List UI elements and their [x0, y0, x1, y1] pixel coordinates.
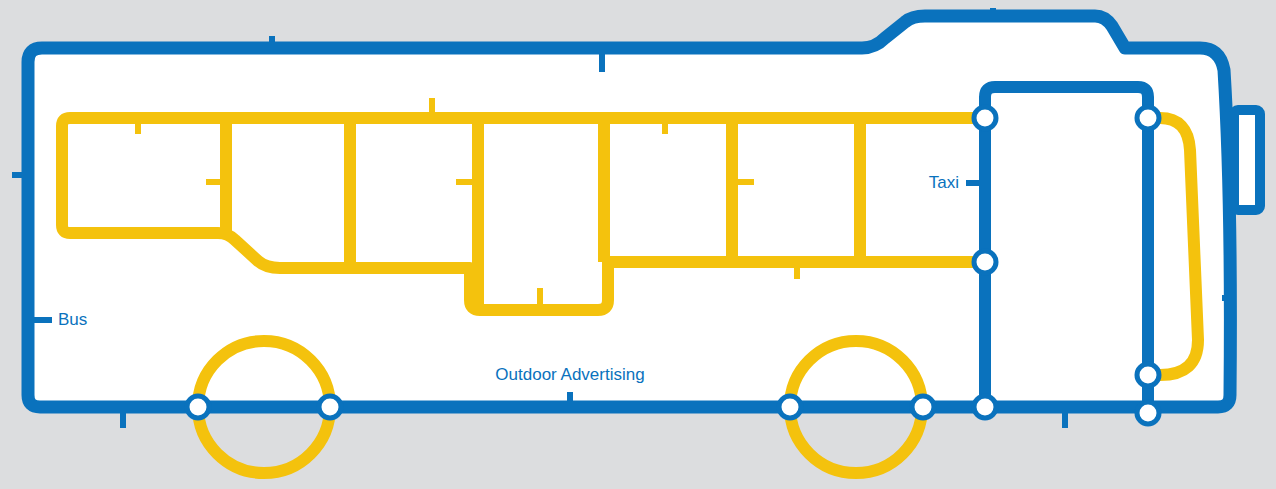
door-frame — [985, 87, 1148, 407]
window-ticks — [138, 98, 797, 310]
line-label: Outdoor Advertising — [492, 365, 647, 385]
stations — [187, 107, 1159, 424]
mirror — [1234, 110, 1260, 210]
bus-body-fill — [28, 16, 1230, 407]
line-label: Taxi — [926, 173, 962, 193]
line-ticks — [12, 8, 1232, 428]
window-lines — [62, 118, 1198, 375]
line-label: Bus — [55, 310, 90, 330]
bus-outline — [28, 16, 1230, 407]
